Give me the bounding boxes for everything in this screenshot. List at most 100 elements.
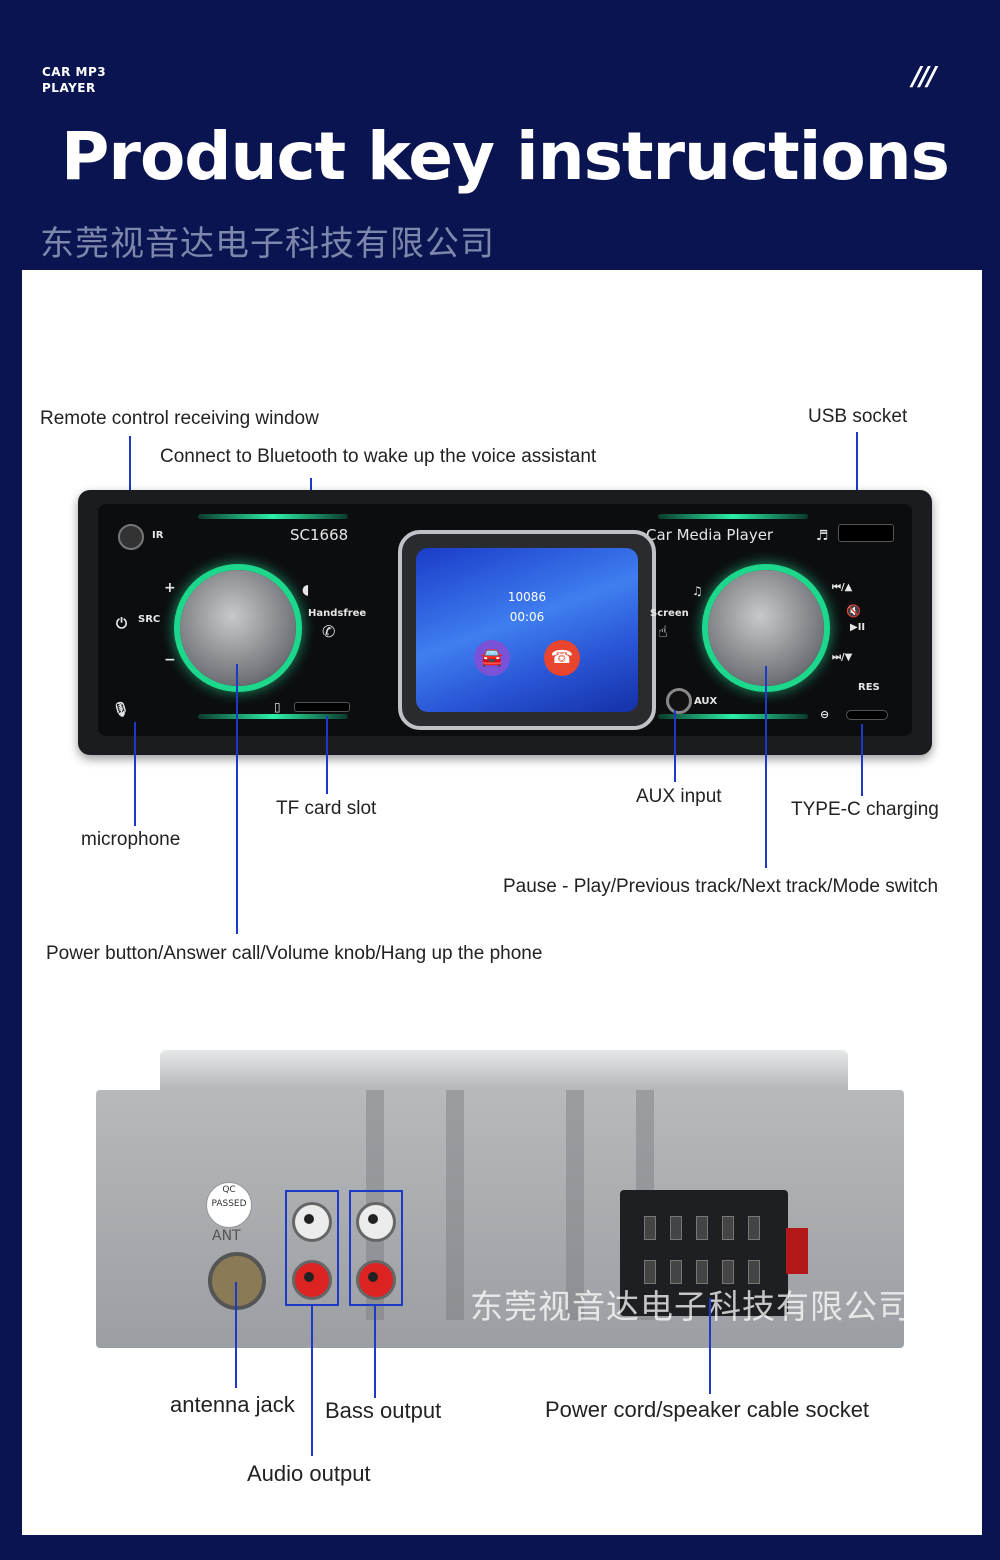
led-strip-top-right	[658, 514, 808, 519]
label-bass-output: Bass output	[325, 1398, 442, 1423]
audio-output-rca-red[interactable]	[292, 1260, 332, 1300]
display-frame: 10086 00:06 🚘 ☎	[398, 530, 656, 730]
label-bluetooth-voice: Connect to Bluetooth to wake up the voic…	[160, 446, 597, 467]
label-audio-output: Audio output	[247, 1461, 371, 1486]
header-subtitle-line2: PLAYER	[42, 81, 96, 95]
ir-label: IR	[152, 530, 164, 541]
volume-minus-label: −	[164, 652, 176, 668]
type-c-port[interactable]	[846, 710, 888, 720]
microphone-icon: 🎙	[112, 702, 130, 718]
connector-pin	[722, 1260, 734, 1284]
watermark-rear: 东莞视音达电子科技有限公司	[470, 1287, 912, 1326]
tf-card-slot[interactable]	[294, 702, 350, 712]
model-label: SC1668	[290, 526, 349, 544]
qc-text: QC	[222, 1185, 236, 1195]
phone-icon: ✆	[322, 622, 336, 641]
play-pause-label: ▶II	[850, 622, 866, 633]
label-power-button: Power button/Answer call/Volume knob/Han…	[46, 943, 543, 964]
label-aux-input: AUX input	[636, 786, 722, 807]
handsfree-label: Handsfree	[308, 608, 367, 619]
pointer-aux	[674, 710, 676, 782]
label-remote-window: Remote control receiving window	[40, 408, 319, 429]
rear-chassis-top	[160, 1050, 848, 1090]
prev-track-label: ⏮/▲	[832, 582, 853, 593]
led-strip-bottom-right	[658, 714, 808, 719]
connector-pin	[696, 1260, 708, 1284]
usb-port[interactable]	[838, 524, 894, 542]
audio-output-rca-white[interactable]	[292, 1202, 332, 1242]
reset-label: RES	[858, 682, 880, 693]
bass-output-rca-red[interactable]	[356, 1260, 396, 1300]
hang-up-icon[interactable]: ☎	[544, 640, 580, 676]
display-screen: 10086 00:06 🚘 ☎	[416, 548, 638, 712]
usb-icon: ♬	[816, 528, 829, 544]
connector-pin	[644, 1260, 656, 1284]
label-type-c: TYPE-C charging	[791, 799, 939, 820]
page-title: Product key instructions	[61, 118, 950, 195]
header-subtitle: CAR MP3 PLAYER	[42, 64, 106, 96]
heat-fin	[446, 1090, 464, 1320]
power-speaker-connector[interactable]	[620, 1190, 788, 1316]
pointer-microphone	[134, 722, 136, 826]
connector-pin	[670, 1260, 682, 1284]
connector-pin	[722, 1216, 734, 1240]
label-pause-play: Pause - Play/Previous track/Next track/M…	[503, 876, 939, 897]
phone-number: 10086	[507, 590, 547, 604]
ir-sensor	[118, 524, 144, 550]
car-icon[interactable]: 🚘	[474, 640, 510, 676]
label-power-cord: Power cord/speaker cable socket	[545, 1397, 870, 1422]
connector-pin	[644, 1216, 656, 1240]
label-microphone: microphone	[81, 829, 181, 850]
connector-pin	[696, 1216, 708, 1240]
pointer-usb	[856, 432, 858, 522]
led-strip-top-left	[198, 514, 348, 519]
label-antenna: antenna jack	[170, 1392, 295, 1417]
watermark-top: 东莞视音达电子科技有限公司	[40, 224, 495, 264]
screen-label: Screen	[650, 608, 689, 619]
front-panel: IR SC1668 Car Media Player ⏻ SRC + − ◖ H…	[78, 490, 932, 755]
heat-fin	[566, 1090, 584, 1320]
brand-label: Car Media Player	[646, 526, 774, 544]
charge-icon: ⊖	[820, 708, 830, 721]
next-track-label: ⏭/▼	[832, 652, 853, 663]
voice-assistant-icon: ◖	[302, 582, 310, 598]
volume-plus-label: +	[164, 580, 176, 596]
rear-panel: QC PASSED ANT	[96, 1090, 904, 1348]
pointer-type-c	[861, 724, 863, 796]
pointer-mode-knob	[765, 666, 767, 868]
label-tf-card: TF card slot	[276, 798, 377, 819]
connector-pin	[748, 1216, 760, 1240]
volume-knob[interactable]	[180, 570, 296, 686]
label-usb-socket: USB socket	[808, 406, 908, 427]
music-list-icon: ♫	[692, 584, 703, 598]
pointer-tf-card	[326, 716, 328, 794]
pointer-power-cord	[709, 1298, 711, 1394]
bass-output-rca-white[interactable]	[356, 1202, 396, 1242]
connector-pin	[748, 1260, 760, 1284]
pointer-power-knob	[236, 664, 238, 934]
antenna-jack[interactable]	[208, 1252, 266, 1310]
touch-hand-icon: ☝	[658, 622, 668, 641]
pointer-antenna	[235, 1282, 237, 1388]
connector-pin	[670, 1216, 682, 1240]
src-label: SRC	[138, 614, 161, 625]
power-icon: ⏻	[116, 616, 128, 632]
bass-output-box	[349, 1190, 403, 1306]
ant-label: ANT	[212, 1228, 241, 1244]
sd-card-icon: ▯	[274, 700, 281, 714]
led-strip-bottom-left	[198, 714, 348, 719]
aux-jack[interactable]	[666, 688, 692, 714]
pointer-audio-output	[311, 1304, 313, 1456]
pointer-bass-output	[374, 1304, 376, 1398]
audio-output-box	[285, 1190, 339, 1306]
qc-passed-text: PASSED	[211, 1199, 247, 1209]
header-subtitle-line1: CAR MP3	[42, 65, 107, 79]
pointer-remote	[129, 436, 131, 522]
aux-label: AUX	[694, 696, 718, 707]
qc-passed-sticker: QC PASSED	[206, 1182, 252, 1228]
front-panel-inner: IR SC1668 Car Media Player ⏻ SRC + − ◖ H…	[98, 504, 912, 736]
slashes-decoration: ///	[912, 62, 936, 92]
fuse	[786, 1228, 808, 1274]
mute-icon: 🔇	[846, 604, 861, 618]
call-duration: 00:06	[509, 610, 545, 624]
